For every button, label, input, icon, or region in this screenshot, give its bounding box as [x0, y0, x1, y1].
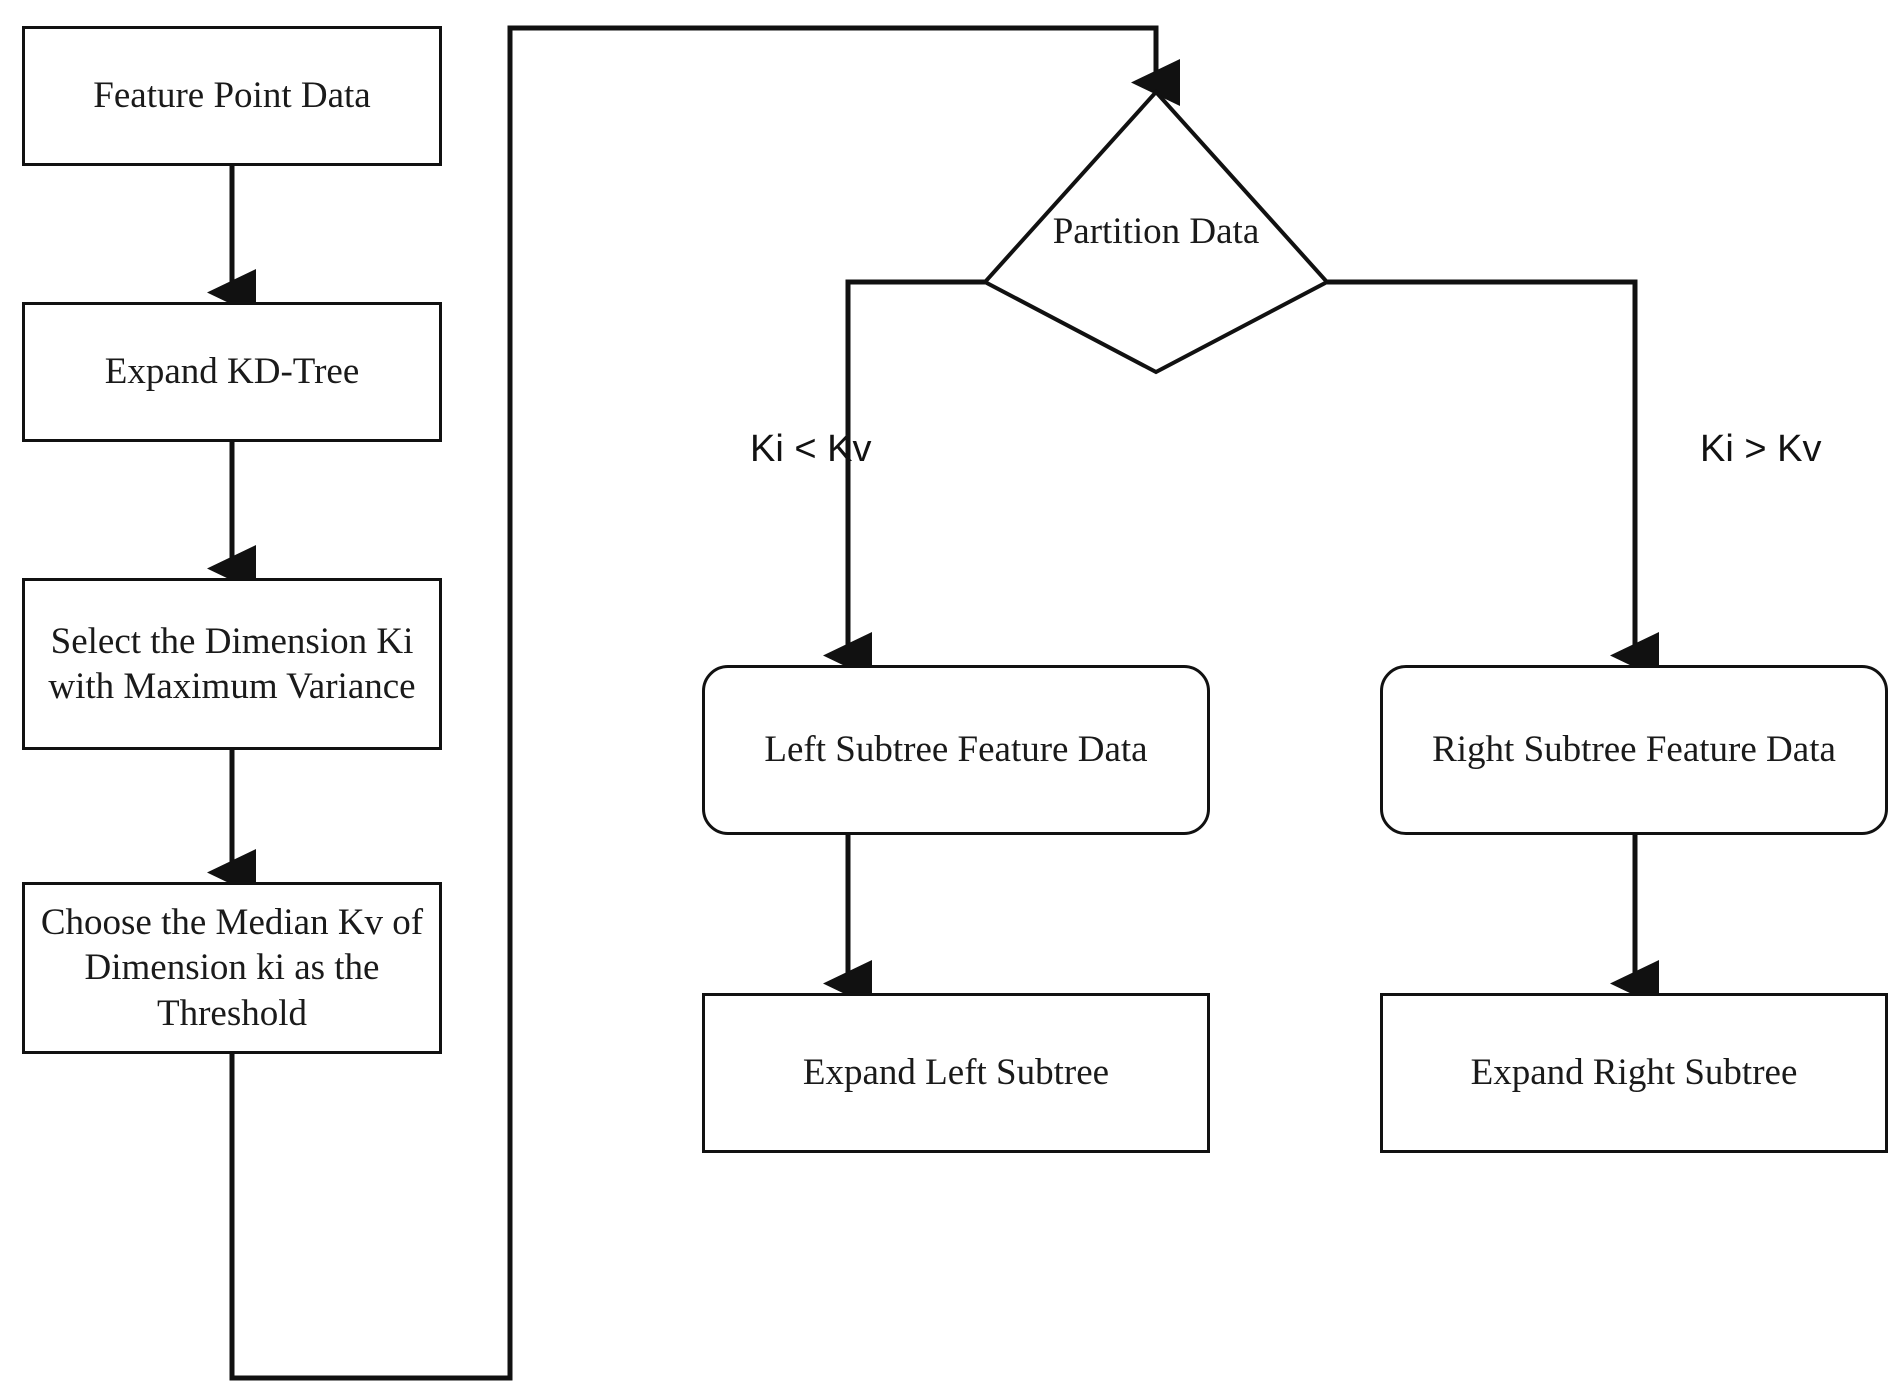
edge-label-text: Ki > Kv	[1700, 428, 1822, 470]
edge-label-right-branch: Ki > Kv	[1700, 430, 1821, 468]
node-feature-point-data[interactable]: Feature Point Data	[22, 26, 442, 166]
edge-partition-to-left	[823, 279, 985, 680]
node-select-dimension[interactable]: Select the Dimension Ki with Maximum Var…	[22, 578, 442, 750]
node-label: Select the Dimension Ki with Maximum Var…	[48, 620, 416, 707]
node-label: Expand Left Subtree	[802, 1052, 1110, 1094]
node-label: Right Subtree Feature Data	[1432, 729, 1836, 771]
node-label: Expand KD-Tree	[104, 351, 360, 393]
node-label: Feature Point Data	[93, 75, 371, 117]
edge-choose-to-partition	[229, 25, 1180, 1381]
partition-data-diamond	[981, 89, 1331, 375]
edge-label-text: Ki < Kv	[750, 428, 872, 470]
edge-label-left-branch: Ki < Kv	[750, 430, 871, 468]
node-expand-left-subtree[interactable]: Expand Left Subtree	[702, 993, 1210, 1153]
node-label: Left Subtree Feature Data	[764, 729, 1148, 771]
node-left-subtree-feature-data[interactable]: Left Subtree Feature Data	[702, 665, 1210, 835]
node-right-subtree-feature-data[interactable]: Right Subtree Feature Data	[1380, 665, 1888, 835]
node-expand-kd-tree[interactable]: Expand KD-Tree	[22, 302, 442, 442]
edge-partition-to-right	[1327, 279, 1659, 680]
node-label: Choose the Median Kv of Dimension ki as …	[40, 902, 424, 1034]
node-label: Expand Right Subtree	[1470, 1052, 1798, 1094]
node-choose-median[interactable]: Choose the Median Kv of Dimension ki as …	[22, 882, 442, 1054]
node-expand-right-subtree[interactable]: Expand Right Subtree	[1380, 993, 1888, 1153]
